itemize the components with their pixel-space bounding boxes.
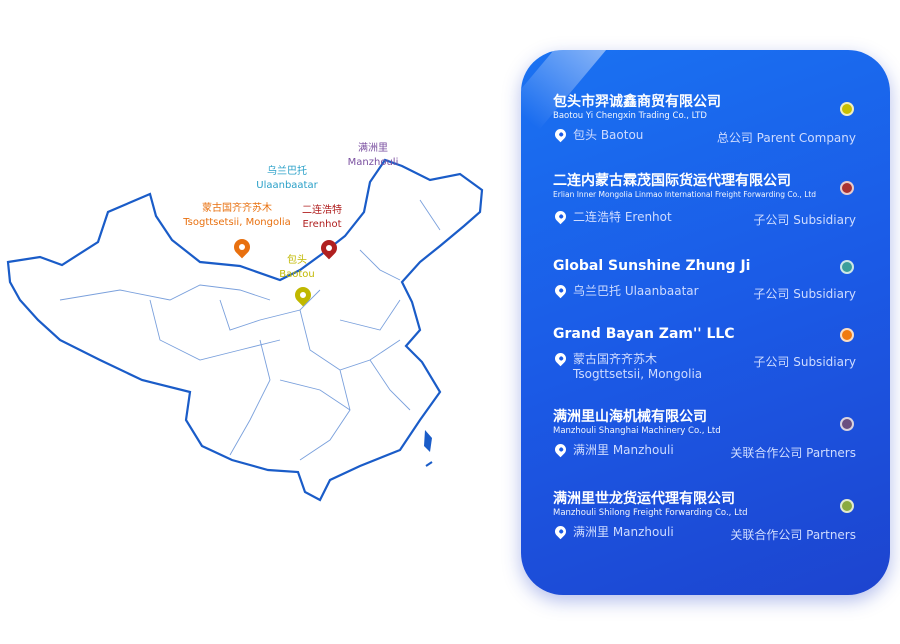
location-pin-icon xyxy=(552,350,569,367)
location-text-2: Tsogttsetsii, Mongolia xyxy=(573,367,703,381)
location-text: 乌兰巴托 Ulaanbaatar xyxy=(573,284,699,298)
map-outline xyxy=(6,158,484,502)
company-title: Grand Bayan Zam'' LLC xyxy=(553,326,735,342)
company-type: 关联合作公司 Partners xyxy=(730,446,856,460)
label-en: Manzhouli xyxy=(347,157,399,168)
company-title: 满洲里世龙货运代理有限公司 xyxy=(553,491,735,507)
company-location: 乌兰巴托 Ulaanbaatar xyxy=(552,282,699,299)
status-dot xyxy=(840,328,854,342)
status-dot xyxy=(840,417,854,431)
company-type: 总公司 Parent Company xyxy=(716,131,856,145)
label-en: Baotou xyxy=(279,269,315,280)
status-dot xyxy=(840,499,854,513)
company-location: 满洲里 Manzhouli xyxy=(552,441,674,458)
location-text: 蒙古国齐齐苏木 xyxy=(573,352,658,366)
company-list-card: 包头市羿诚鑫商贸有限公司 Baotou Yi Chengxin Trading … xyxy=(521,50,890,595)
status-dot xyxy=(840,181,854,195)
label-cn: 蒙古国齐齐苏木 xyxy=(202,203,272,214)
company-title: 满洲里山海机械有限公司 xyxy=(553,409,707,425)
label-cn: 满洲里 xyxy=(357,143,388,154)
location-text: 满洲里 Manzhouli xyxy=(573,525,674,539)
location-text: 满洲里 Manzhouli xyxy=(573,443,674,457)
label-cn: 包头 xyxy=(286,255,307,266)
company-type: 子公司 Subsidiary xyxy=(753,213,856,227)
status-dot xyxy=(840,102,854,116)
company-item[interactable]: 二连内蒙古霖茂国际货运代理有限公司 Erlian Inner Mongolia … xyxy=(552,173,856,227)
label-en: Ulaanbaatar xyxy=(256,180,318,191)
marker-label-tsogttsetsii: 蒙古国齐齐苏木 Tsogttsetsii, Mongolia xyxy=(183,202,291,230)
location-text: 二连浩特 Erenhot xyxy=(573,210,672,224)
company-type: 子公司 Subsidiary xyxy=(753,287,856,301)
location-text: 包头 Baotou xyxy=(573,128,644,142)
marker-label-erenhot: 二连浩特 Erenhot xyxy=(302,204,342,232)
company-item[interactable]: Global Sunshine Zhung Ji 乌兰巴托 Ulaanbaata… xyxy=(552,258,856,301)
company-type: 子公司 Subsidiary xyxy=(753,355,856,369)
china-map: 满洲里 Manzhouli 乌兰巴托 Ulaanbaatar 蒙古国齐齐苏木 Tsog… xyxy=(0,0,520,640)
company-location: 二连浩特 Erenhot xyxy=(552,208,672,225)
marker-label-baotou: 包头 Baotou xyxy=(279,254,314,282)
label-en: Erenhot xyxy=(302,219,342,230)
company-title: 二连内蒙古霖茂国际货运代理有限公司 xyxy=(553,173,791,189)
company-title: Global Sunshine Zhung Ji xyxy=(553,258,751,274)
status-dot xyxy=(840,260,854,274)
company-subtitle: Erlian Inner Mongolia Linmao Internation… xyxy=(553,190,817,199)
company-subtitle: Baotou Yi Chengxin Trading Co., LTD xyxy=(553,111,707,121)
company-title: 包头市羿诚鑫商贸有限公司 xyxy=(553,94,721,110)
location-pin-icon xyxy=(552,208,569,225)
company-subtitle: Manzhouli Shanghai Machinery Co., Ltd xyxy=(553,426,721,436)
company-item[interactable]: 满洲里世龙货运代理有限公司 Manzhouli Shilong Freight … xyxy=(552,491,856,542)
company-item[interactable]: 满洲里山海机械有限公司 Manzhouli Shanghai Machinery… xyxy=(552,409,856,460)
location-pin-icon xyxy=(552,441,569,458)
company-type: 关联合作公司 Partners xyxy=(730,528,856,542)
company-subtitle: Manzhouli Shilong Freight Forwarding Co.… xyxy=(553,508,748,518)
label-cn: 二连浩特 xyxy=(302,205,342,216)
company-item[interactable]: 包头市羿诚鑫商贸有限公司 Baotou Yi Chengxin Trading … xyxy=(552,94,856,145)
company-location: 满洲里 Manzhouli xyxy=(552,523,674,540)
location-pin-icon xyxy=(552,126,569,143)
marker-label-manzhouli: 满洲里 Manzhouli xyxy=(348,142,399,170)
label-cn: 乌兰巴托 xyxy=(267,166,307,177)
marker-label-ulaanbaatar: 乌兰巴托 Ulaanbaatar xyxy=(256,165,317,193)
location-pin-icon xyxy=(552,523,569,540)
company-location: 包头 Baotou xyxy=(552,126,644,143)
label-en: Tsogttsetsii, Mongolia xyxy=(183,217,291,228)
location-pin-icon xyxy=(552,282,569,299)
